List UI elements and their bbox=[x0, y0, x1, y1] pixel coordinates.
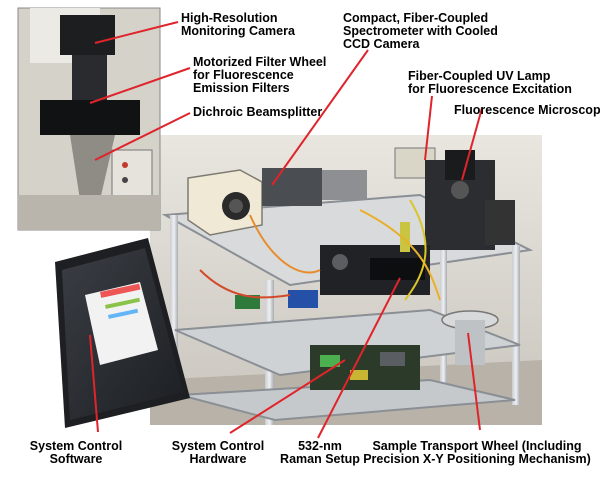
uv-lamp-label: Fiber-Coupled UV Lamp for Fluorescence E… bbox=[408, 69, 572, 96]
inset-photo-optics bbox=[17, 7, 161, 231]
system-control-hardware bbox=[235, 290, 420, 390]
leader-lines bbox=[89, 21, 483, 439]
filter-wheel-label: Motorized Filter Wheel for Fluorescence … bbox=[193, 55, 327, 95]
microscope-label: Fluorescence Microscope bbox=[454, 103, 600, 117]
dichroic-label: Dichroic Beamsplitter bbox=[193, 105, 323, 119]
spectrometer bbox=[187, 168, 367, 236]
sample-transport-wheel bbox=[441, 310, 499, 365]
hardware-label: System Control Hardware bbox=[171, 439, 265, 466]
raman-setup bbox=[320, 222, 430, 295]
fluorescence-microscope bbox=[394, 147, 515, 250]
fiber-cables bbox=[199, 199, 441, 301]
raman-label: 532-nm Raman Setup bbox=[280, 439, 360, 466]
monitor bbox=[55, 238, 190, 428]
spectrometer-label: Compact, Fiber-Coupled Spectrometer with… bbox=[343, 11, 498, 51]
sample-wheel-label: Sample Transport Wheel (Including Precis… bbox=[363, 439, 591, 466]
camera-label: High-Resolution Monitoring Camera bbox=[181, 11, 295, 38]
software-label: System Control Software bbox=[29, 439, 123, 466]
